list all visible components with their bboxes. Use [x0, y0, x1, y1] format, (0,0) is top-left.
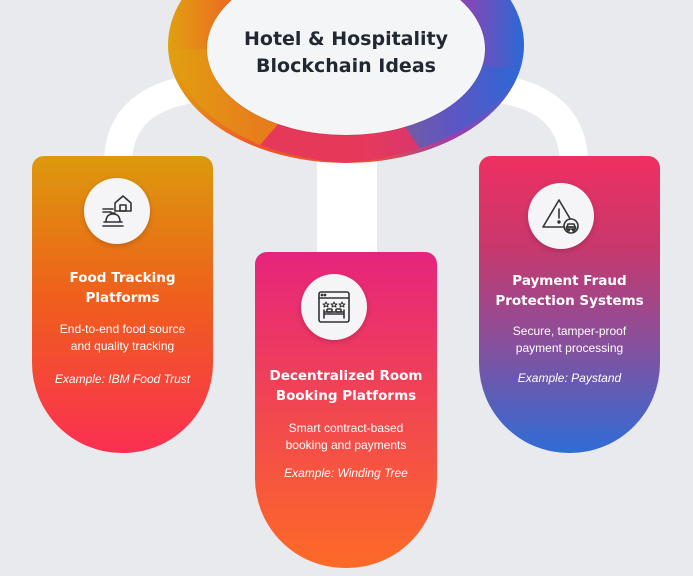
card-example: Example: IBM Food Trust	[54, 372, 191, 386]
card-title: Food Tracking Platforms	[32, 268, 213, 308]
card-example: Example: Winding Tree	[284, 466, 408, 480]
card-food-tracking: Food Tracking Platforms End-to-end food …	[32, 156, 213, 453]
card-desc-line-2: and quality tracking	[70, 339, 175, 353]
card-desc-line-1: Smart contract-based	[288, 421, 404, 435]
card-title-line-1: Food Tracking	[69, 270, 176, 286]
card-desc-line-2: payment processing	[515, 341, 624, 355]
card-title-line-1: Decentralized Room	[269, 368, 423, 384]
title-line-2: Blockchain Ideas	[256, 55, 436, 77]
page-title: Hotel & Hospitality Blockchain Ideas	[196, 26, 496, 80]
fraud-warning-icon	[528, 183, 594, 249]
card-title: Payment Fraud Protection Systems	[479, 271, 660, 311]
card-desc-line-2: booking and payments	[285, 438, 407, 452]
title-line-1: Hotel & Hospitality	[243, 28, 448, 50]
card-description: End-to-end food source and quality track…	[32, 321, 213, 355]
card-example: Example: Paystand	[517, 371, 622, 385]
title-circle	[207, 0, 485, 135]
card-title-line-1: Payment Fraud	[512, 273, 627, 289]
middle-connector	[317, 150, 377, 256]
card-title-line-2: Platforms	[85, 290, 160, 306]
card-payment-fraud: Payment Fraud Protection Systems Secure,…	[479, 156, 660, 453]
food-tracking-icon	[84, 178, 150, 244]
card-desc-line-1: Secure, tamper-proof	[512, 324, 627, 338]
card-desc-line-1: End-to-end food source	[59, 322, 186, 336]
card-description: Secure, tamper-proof payment processing	[479, 323, 660, 357]
card-title-line-2: Booking Platforms	[275, 388, 417, 404]
card-title: Decentralized Room Booking Platforms	[255, 366, 437, 406]
card-room-booking: Decentralized Room Booking Platforms Sma…	[255, 252, 437, 568]
card-title-line-2: Protection Systems	[495, 293, 644, 309]
card-description: Smart contract-based booking and payment…	[255, 420, 437, 454]
room-booking-icon	[301, 274, 367, 340]
